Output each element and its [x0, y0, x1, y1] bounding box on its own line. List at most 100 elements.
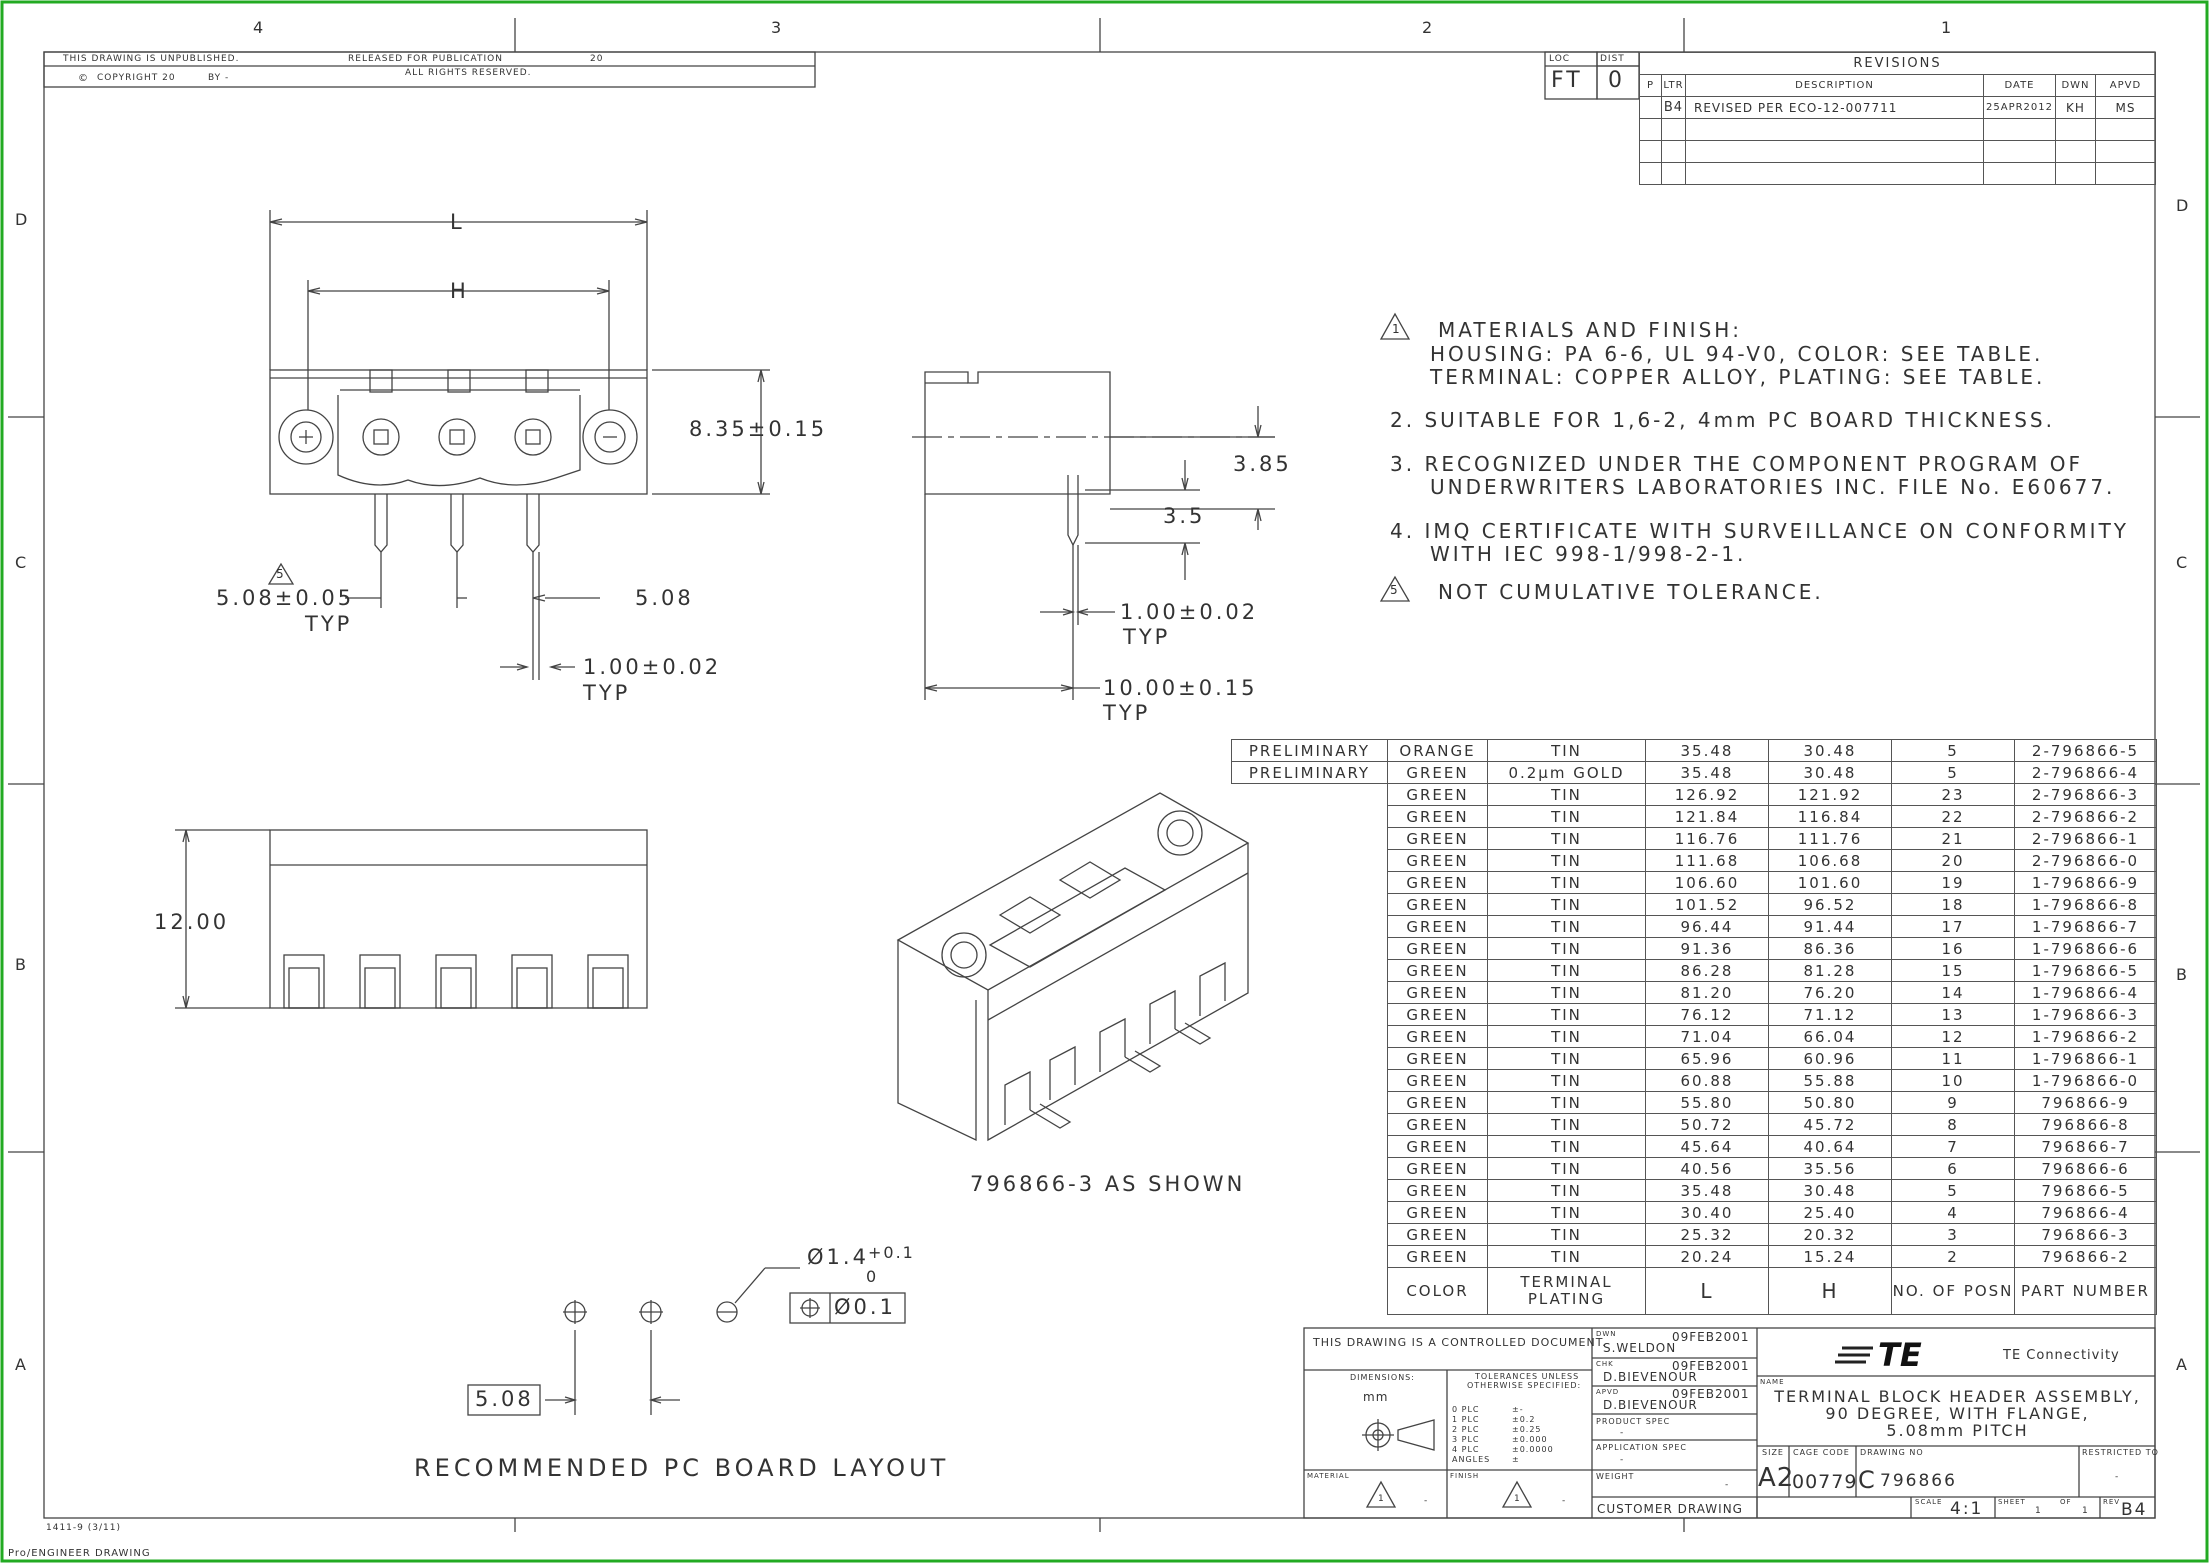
cell-status: [1232, 828, 1388, 850]
tolerance-place: 4 PLC: [1452, 1445, 1480, 1454]
sheet-value: 1: [2035, 1506, 2042, 1516]
dim-pitch-typ: TYP: [305, 612, 353, 636]
finish-value: -: [1562, 1496, 1567, 1506]
cell-height: 25.40: [1768, 1201, 1892, 1224]
loc-label: LOC: [1549, 54, 1571, 64]
sheet-label: SHEET: [1998, 1498, 2026, 1506]
cell-plating: TIN: [1487, 1047, 1646, 1070]
cell-status: [1232, 784, 1388, 806]
size-label: SIZE: [1762, 1448, 1784, 1457]
cell-positions: 10: [1891, 1069, 2015, 1092]
cell-plating: TIN: [1487, 1223, 1646, 1246]
cell-color: GREEN: [1387, 849, 1488, 872]
cell-length: 35.48: [1645, 761, 1769, 784]
tolerance-place: 1 PLC: [1452, 1415, 1480, 1424]
note-2: 2. SUITABLE FOR 1,6-2, 4mm PC BOARD THIC…: [1390, 408, 2055, 432]
zone-col-4: 4: [253, 18, 266, 37]
zone-col-3: 3: [771, 18, 784, 37]
cell-color: GREEN: [1387, 1003, 1488, 1026]
cell-length: 126.92: [1645, 783, 1769, 806]
rev-col-description: DESCRIPTION: [1685, 74, 1984, 97]
cell-positions: 14: [1891, 981, 2015, 1004]
dim-pin-typ: TYP: [583, 681, 631, 705]
cell-part-number: 1-796866-4: [2014, 981, 2157, 1004]
dwn-label: DWN: [1596, 1330, 1617, 1338]
cell-plating: TIN: [1487, 1179, 1646, 1202]
dim-side-pin: 1.00±0.02: [1120, 600, 1259, 624]
cell-plating: TIN: [1487, 1157, 1646, 1180]
tolerance-value: ±0.000: [1512, 1435, 1548, 1444]
cell-plating: TIN: [1487, 805, 1646, 828]
cell-positions: 8: [1891, 1113, 2015, 1136]
cell-height: 111.76: [1768, 827, 1892, 850]
dim-pin: 1.00±0.02: [583, 655, 722, 679]
col-posn: NO. OF POSN: [1891, 1267, 2015, 1315]
cell-plating: TIN: [1487, 893, 1646, 916]
software-label: Pro/ENGINEER DRAWING: [8, 1548, 151, 1559]
cell-positions: 15: [1891, 959, 2015, 982]
cell-plating: 0.2µm GOLD: [1487, 761, 1646, 784]
cell-color: GREEN: [1387, 937, 1488, 960]
rev-col-apvd: APVD: [2094, 74, 2157, 97]
cell-part-number: 1-796866-0: [2014, 1069, 2157, 1092]
cell-color: GREEN: [1387, 1113, 1488, 1136]
cell-height: 55.88: [1768, 1069, 1892, 1092]
cell-positions: 3: [1891, 1223, 2015, 1246]
drawing-no-value: 796866: [1880, 1471, 1957, 1491]
rev-date: 25APR2012: [1983, 96, 2056, 119]
cell-part-number: 1-796866-3: [2014, 1003, 2157, 1026]
cell-part-number: 796866-3: [2014, 1223, 2157, 1246]
zone-col-2: 2: [1422, 18, 1435, 37]
cell-part-number: 1-796866-7: [2014, 915, 2157, 938]
scale-label: SCALE: [1915, 1498, 1943, 1506]
rev-label: REV: [2103, 1498, 2121, 1506]
cell-length: 76.12: [1645, 1003, 1769, 1026]
cell-length: 25.32: [1645, 1223, 1769, 1246]
cell-status: [1232, 1070, 1388, 1092]
cell-length: 35.48: [1645, 739, 1769, 762]
cell-status: [1232, 938, 1388, 960]
zone-row-a-left: A: [15, 1355, 28, 1374]
cell-positions: 13: [1891, 1003, 2015, 1026]
cell-color: GREEN: [1387, 1135, 1488, 1158]
dimensions-units: mm: [1363, 1390, 1389, 1404]
cell-status: [1232, 872, 1388, 894]
cell-height: 76.20: [1768, 981, 1892, 1004]
cell-status: [1232, 894, 1388, 916]
controlled-document: THIS DRAWING IS A CONTROLLED DOCUMENT.: [1313, 1336, 1607, 1349]
rev-col-ltr: LTR: [1661, 74, 1686, 97]
cell-length: 65.96: [1645, 1047, 1769, 1070]
title-block-frame: [1303, 1327, 2156, 1519]
rev-dwn: KH: [2055, 96, 2096, 119]
product-spec-label: PRODUCT SPEC: [1596, 1417, 1671, 1426]
revisions-table: REVISIONS P LTR DESCRIPTION DATE DWN APV…: [1638, 52, 2157, 185]
cell-color: GREEN: [1387, 805, 1488, 828]
copyright-label: COPYRIGHT 20: [97, 73, 176, 83]
cell-height: 96.52: [1768, 893, 1892, 916]
apvd-label: APVD: [1596, 1388, 1620, 1396]
product-spec-value: -: [1620, 1428, 1625, 1438]
drawing-name-line-1: TERMINAL BLOCK HEADER ASSEMBLY,: [1774, 1387, 2141, 1406]
size-value: A2: [1758, 1463, 1795, 1493]
cell-status: [1232, 1114, 1388, 1136]
released-label: RELEASED FOR PUBLICATION: [348, 54, 503, 64]
isometric-view: [896, 792, 1250, 1142]
apvd-name: D.BIEVENOUR: [1603, 1398, 1698, 1412]
zone-row-c-left: C: [15, 553, 29, 572]
cell-positions: 22: [1891, 805, 2015, 828]
cell-part-number: 796866-5: [2014, 1179, 2157, 1202]
pcb-caption: RECOMMENDED PC BOARD LAYOUT: [414, 1454, 950, 1482]
apvd-date: 09FEB2001: [1672, 1387, 1750, 1401]
cell-length: 45.64: [1645, 1135, 1769, 1158]
note-3-line-1: 3. RECOGNIZED UNDER THE COMPONENT PROGRA…: [1390, 452, 2083, 476]
cell-color: GREEN: [1387, 959, 1488, 982]
cell-positions: 23: [1891, 783, 2015, 806]
cell-part-number: 2-796866-0: [2014, 849, 2157, 872]
copyright-icon: ©: [78, 73, 89, 84]
